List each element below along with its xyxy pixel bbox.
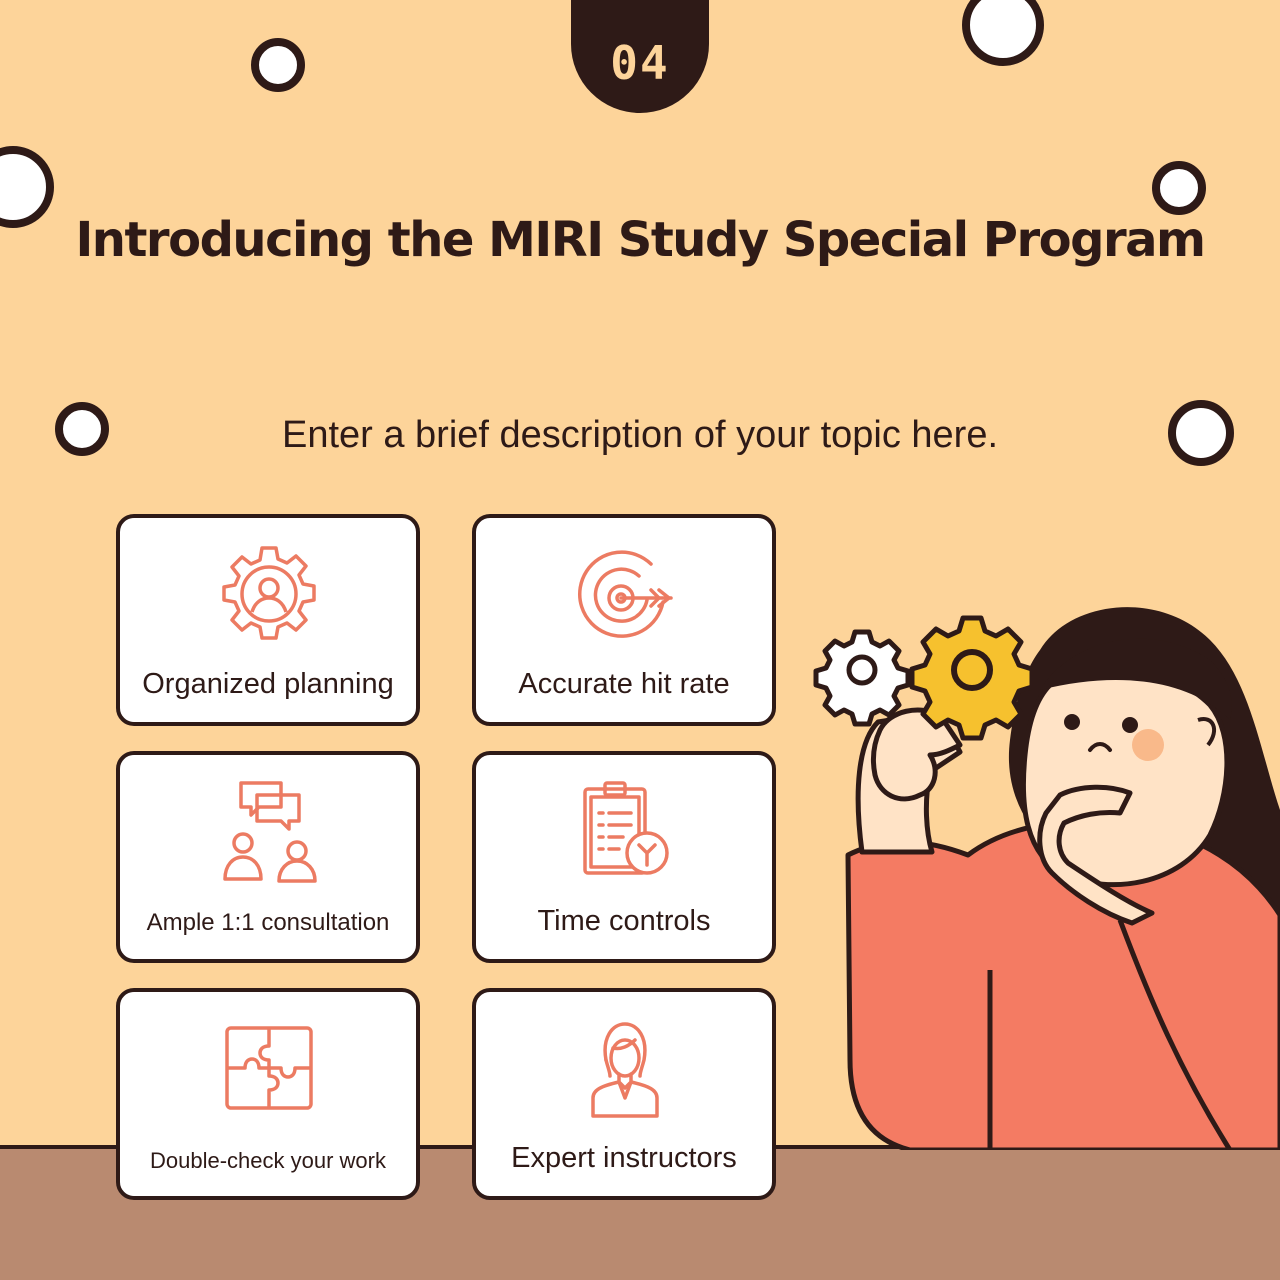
feature-card-double-check: Double-check your work — [116, 988, 420, 1200]
decor-circle — [1152, 161, 1206, 215]
decor-circle — [55, 402, 109, 456]
decor-circle — [962, 0, 1044, 66]
page-number: 04 — [610, 36, 670, 90]
feature-label: Accurate hit rate — [518, 668, 730, 700]
page-number-tab: 04 — [571, 0, 709, 113]
eye — [1064, 714, 1080, 730]
feature-card-expert-instructors: Expert instructors — [472, 988, 776, 1200]
clipboard-clock-icon — [583, 781, 669, 875]
big-gear-icon — [909, 615, 1035, 741]
page-title: Introducing the MIRI Study Special Progr… — [75, 212, 1206, 268]
cheek-blush — [1132, 729, 1164, 761]
decor-circle — [251, 38, 305, 92]
consultation-icon — [223, 781, 317, 883]
feature-card-time-controls: Time controls — [472, 751, 776, 963]
feature-card-accurate-hit-rate: Accurate hit rate — [472, 514, 776, 726]
decor-circle — [1168, 400, 1234, 466]
feature-label: Double-check your work — [150, 1148, 386, 1173]
feature-label: Ample 1:1 consultation — [146, 909, 390, 936]
small-gear-icon — [813, 629, 911, 727]
instructor-icon — [591, 1022, 659, 1118]
feature-label: Expert instructors — [511, 1142, 737, 1174]
feature-label: Time controls — [537, 905, 711, 937]
chin-hand — [1037, 784, 1155, 926]
target-icon — [578, 550, 673, 638]
gear-person-icon — [222, 546, 316, 640]
eye — [1122, 717, 1138, 733]
feature-card-organized-planning: Organized planning — [116, 514, 420, 726]
thinking-woman-illustration — [813, 607, 1280, 1150]
page-description: Enter a brief description of your topic … — [281, 414, 999, 456]
feature-label: Organized planning — [142, 668, 394, 700]
puzzle-icon — [225, 1026, 313, 1110]
feature-card-consultation: Ample 1:1 consultation — [116, 751, 420, 963]
